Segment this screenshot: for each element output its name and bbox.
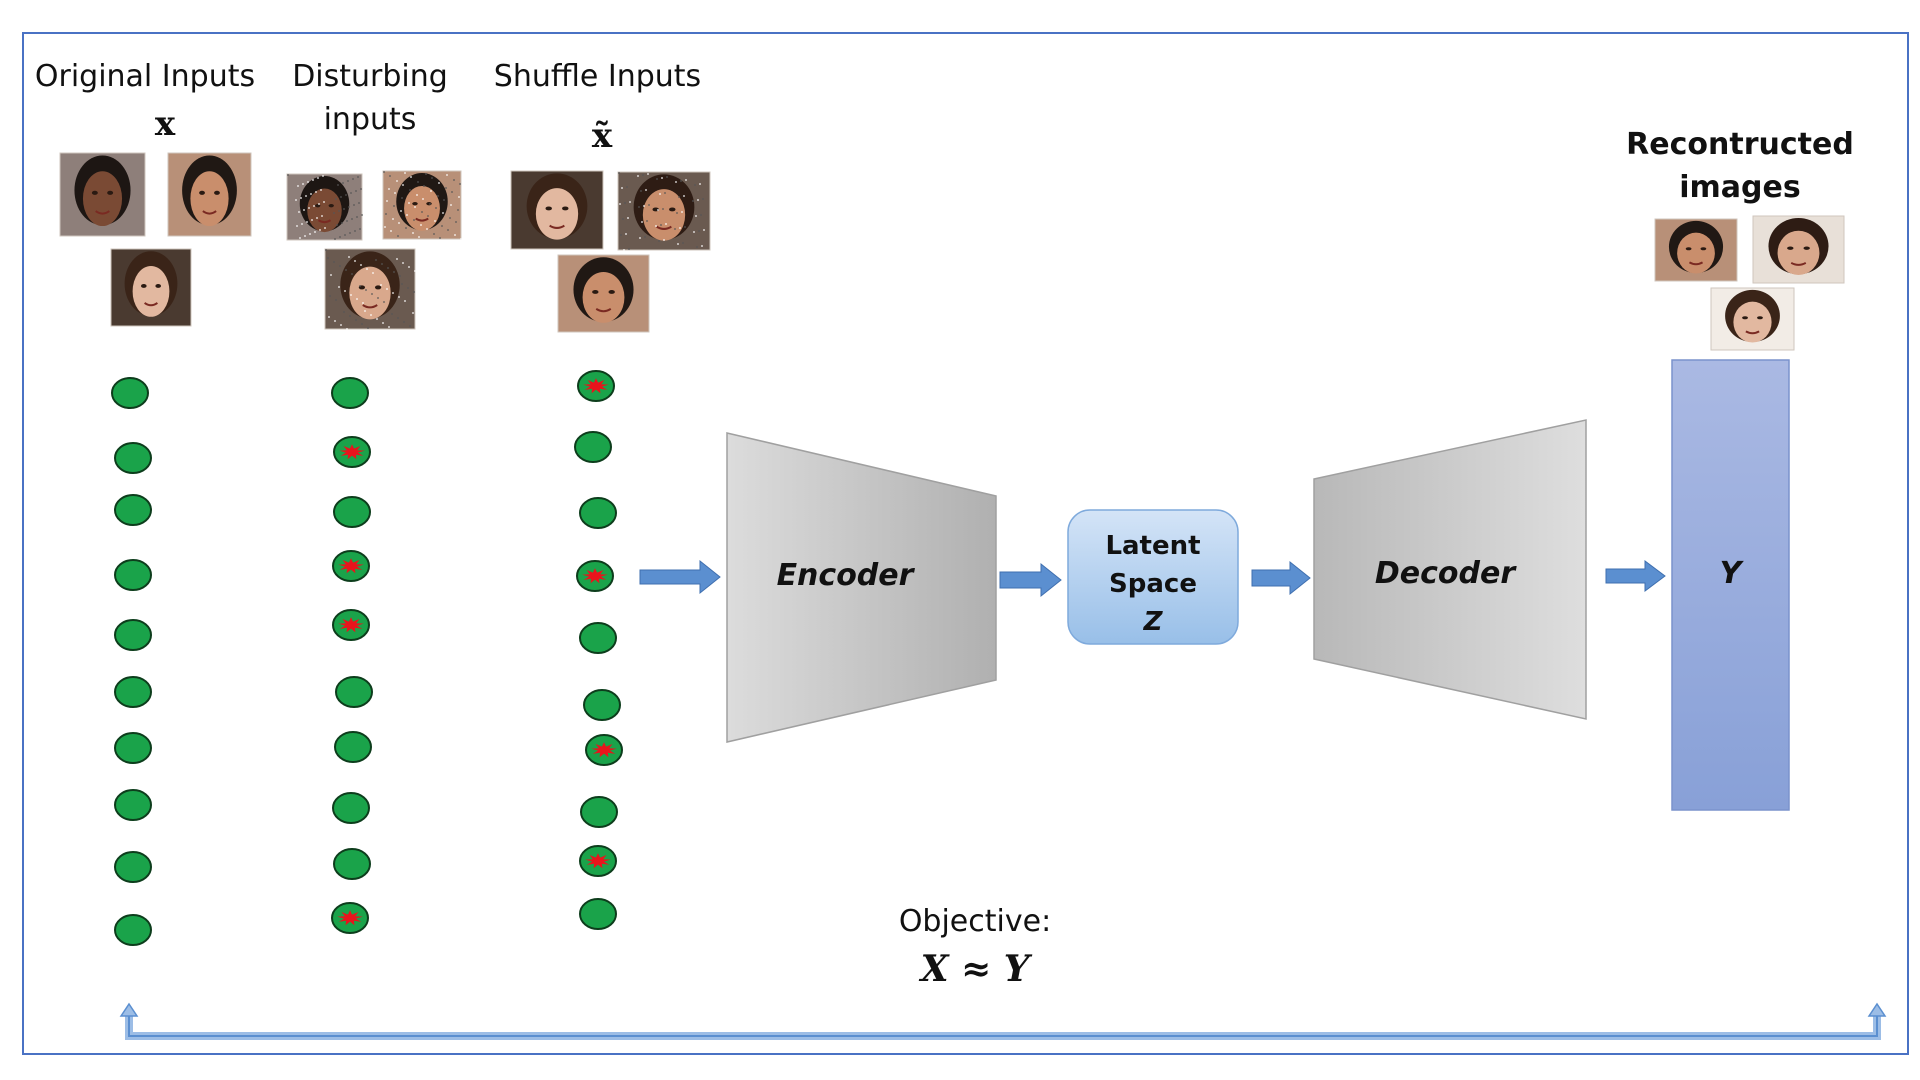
latent-label-line3: Z [1143,607,1163,637]
original-node-5 [114,619,152,651]
noise-mark [337,910,363,926]
objective-equation: X ≈ Y [920,948,1030,990]
original-node-9 [114,851,152,883]
disturbing-node-1 [331,377,369,409]
shuffle-symbol: x̃ [591,116,613,156]
objective-label: Objective: [898,904,1052,939]
noise-mark [338,617,364,633]
original-symbol: x [154,104,176,144]
noise-mark [339,444,365,460]
shuffle-inputs-title: Shuffle Inputs [493,59,702,94]
noise-mark [591,742,617,758]
original-node-7 [114,732,152,764]
output-block [1671,359,1790,811]
shuffle-node-9-noisy [579,845,617,877]
reconstructed-title-line2: images [1679,170,1801,205]
arrow-to-encoder [639,559,721,595]
disturbing-node-3 [333,496,371,528]
encoder-block [726,432,997,743]
original-node-1 [111,377,149,409]
reconstructed-face-1 [1654,218,1738,282]
original-node-6 [114,676,152,708]
reconstructed-title-line1: Recontructed [1626,127,1854,162]
shuffle-face-2 [617,171,711,251]
reconstructed-face-3 [1710,287,1795,351]
original-face-1 [59,152,146,237]
reconstructed-face-2 [1752,215,1845,284]
disturbing-node-2-noisy [333,436,371,468]
latent-label-line1: Latent [1105,531,1201,561]
noise-mark [582,568,608,584]
shuffle-face-3 [557,254,650,333]
disturbing-nodes [331,377,373,934]
disturbing-face-2 [382,170,462,240]
shuffle-face-1 [510,170,604,250]
original-face-3 [110,248,192,327]
arrow-to-decoder [1251,560,1311,596]
output-label: Y [1719,556,1742,591]
noise-mark [338,558,364,574]
diagram-frame [22,32,1909,1055]
disturbing-face-1 [286,173,363,241]
original-face-2 [167,152,252,237]
disturbing-node-7 [334,731,372,763]
shuffle-node-8 [580,796,618,828]
original-node-4 [114,559,152,591]
original-nodes [111,377,152,946]
objective-connector [119,1002,1887,1040]
shuffle-node-6 [583,689,621,721]
shuffle-node-10 [579,898,617,930]
disturbing-node-6 [335,676,373,708]
shuffle-node-3 [579,497,617,529]
shuffle-node-4-noisy [576,560,614,592]
original-node-10 [114,914,152,946]
decoder-block [1313,419,1587,720]
disturbing-face-3 [324,248,416,330]
original-node-8 [114,789,152,821]
shuffle-nodes [574,370,623,930]
encoder-label: Encoder [776,558,914,593]
original-inputs-title: Original Inputs [34,59,256,94]
noise-mark [585,853,611,869]
latent-space-box [1067,509,1239,645]
arrow-to-latent [999,562,1062,598]
shuffle-node-2 [574,431,612,463]
original-node-3 [114,494,152,526]
arrow-to-output [1605,560,1666,592]
decoder-label: Decoder [1374,556,1516,591]
disturbing-inputs-title-line2: inputs [323,102,417,137]
disturbing-inputs-title-line1: Disturbing [292,59,448,94]
disturbing-node-9 [333,848,371,880]
disturbing-node-5-noisy [332,609,370,641]
shuffle-node-7-noisy [585,734,623,766]
disturbing-node-10-noisy [331,902,369,934]
shuffle-node-1-noisy [577,370,615,402]
disturbing-node-4-noisy [332,550,370,582]
disturbing-node-8 [332,792,370,824]
shuffle-node-5 [579,622,617,654]
face-thumbnails [59,152,1845,351]
latent-label-line2: Space [1109,569,1197,599]
noise-mark [583,378,609,394]
original-node-2 [114,442,152,474]
